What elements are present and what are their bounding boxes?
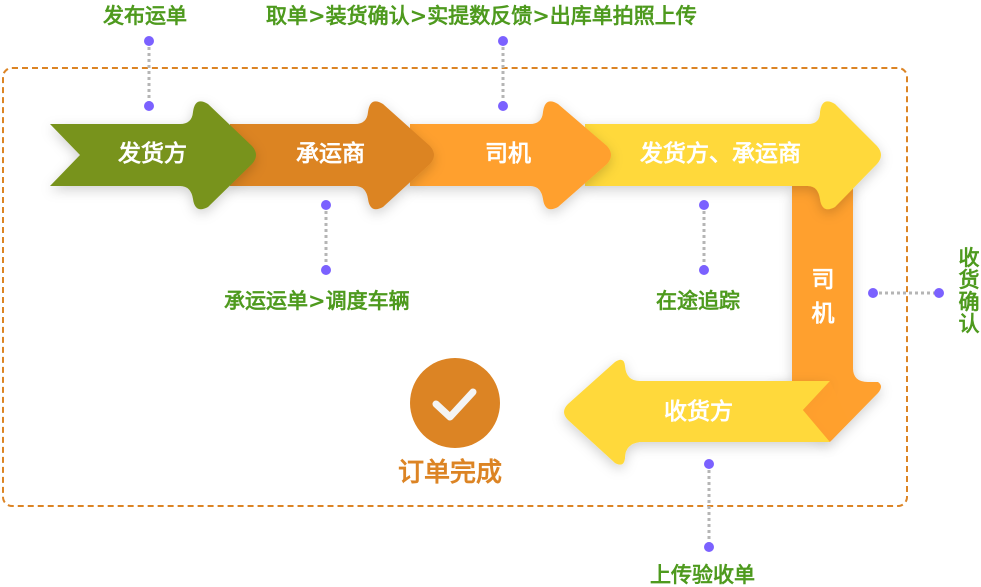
arrow-carrier	[230, 101, 434, 210]
annotation-receipt-confirm-text: 收货确认	[958, 246, 980, 336]
arrow-shipper	[50, 101, 256, 210]
completion-badge	[410, 358, 500, 448]
connector-publish	[144, 36, 154, 111]
annotation-receipt-confirm: 收货确认	[957, 247, 981, 335]
annotation-tracking: 在途追踪	[656, 289, 740, 313]
stage-shipper-carrier-label: 发货方、承运商	[640, 141, 801, 167]
arrow-receiver-fold	[803, 381, 848, 442]
stage-driver-label: 司机	[485, 141, 531, 167]
stage-carrier-label: 承运商	[296, 141, 365, 167]
connector-pickup	[498, 36, 508, 111]
arrow-receiver	[564, 359, 830, 465]
annotation-upload-receipt: 上传验收单	[650, 563, 755, 587]
arrow-driver-delivery	[769, 186, 881, 442]
connector-dispatch	[321, 200, 331, 275]
annotation-dispatch: 承运运单>调度车辆	[224, 289, 410, 313]
stage-shipper-label: 发货方	[118, 141, 187, 167]
check-icon	[432, 388, 477, 421]
stage-receiver-label: 收货方	[664, 399, 733, 425]
annotation-pickup: 取单>装货确认>实提数反馈>出库单拍照上传	[266, 4, 697, 28]
connector-upload-receipt	[704, 459, 714, 552]
completion-label: 订单完成	[398, 458, 503, 488]
annotation-publish: 发布运单	[103, 4, 187, 28]
process-frame	[2, 67, 908, 507]
arrow-shipper-carrier	[585, 101, 881, 210]
stage-driver-delivery-text: 司机	[811, 267, 835, 327]
stage-driver-delivery-label: 司机	[808, 263, 838, 331]
connector-tracking	[699, 200, 709, 275]
connector-receipt-confirm	[868, 288, 944, 298]
arrow-driver	[410, 101, 611, 210]
